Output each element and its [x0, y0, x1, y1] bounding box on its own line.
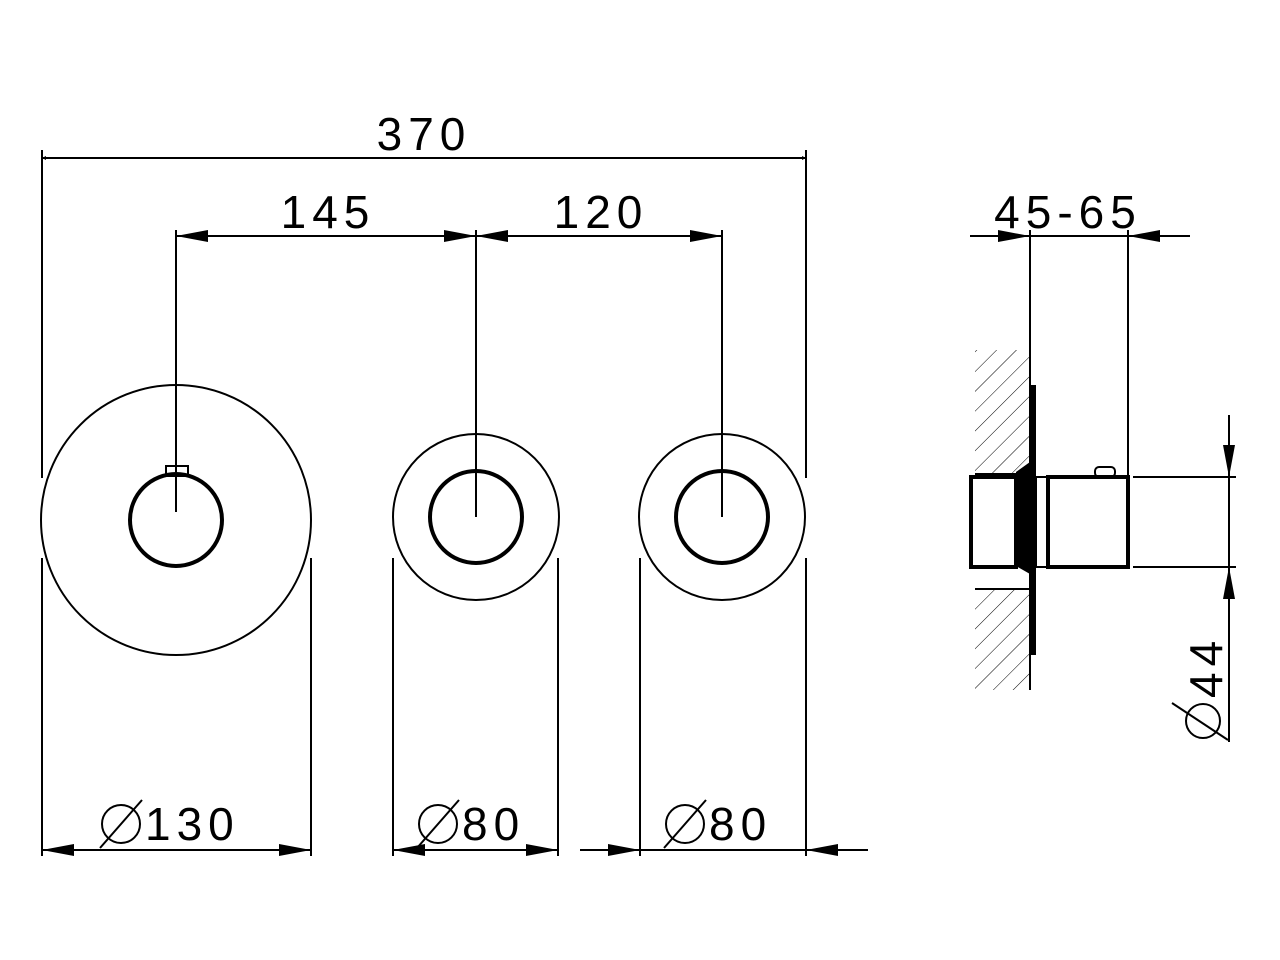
dimension-label-80: 80 [462, 798, 525, 850]
dimension-label-45-65: 45-65 [994, 186, 1142, 238]
dimension-label-130: 130 [145, 798, 240, 850]
dimension-label-120: 120 [554, 186, 649, 238]
dimension-label-80: 80 [709, 798, 772, 850]
diameter-icon [1171, 702, 1229, 741]
dimension-label-44: 44 [1180, 635, 1232, 698]
dimension-diameter-130: 130 [41, 558, 312, 856]
dimension-overall-width: 370 [41, 108, 807, 478]
dimension-label-145: 145 [281, 186, 376, 238]
dimension-depth: 45-65 [970, 186, 1190, 478]
dimension-diameter-80-1: 80 [392, 558, 559, 856]
knob-side [1046, 475, 1130, 569]
small-plate-front-view-2 [638, 433, 806, 601]
large-plate-front-view [40, 384, 312, 656]
wall-hatch [975, 350, 1030, 475]
dimension-label-370: 370 [377, 108, 472, 160]
small-plate-front-view-1 [392, 433, 560, 601]
dimension-diameter-80-2: 80 [580, 558, 868, 856]
diameter-icon [663, 799, 707, 849]
diameter-icon [416, 799, 460, 849]
dimension-spacing: 145 120 [175, 186, 723, 517]
side-view [969, 350, 1130, 690]
dimension-diameter-44: 44 [1133, 415, 1236, 742]
cover-plate [1031, 385, 1036, 655]
wall-hatch [975, 588, 1030, 690]
diameter-icon [99, 799, 143, 849]
